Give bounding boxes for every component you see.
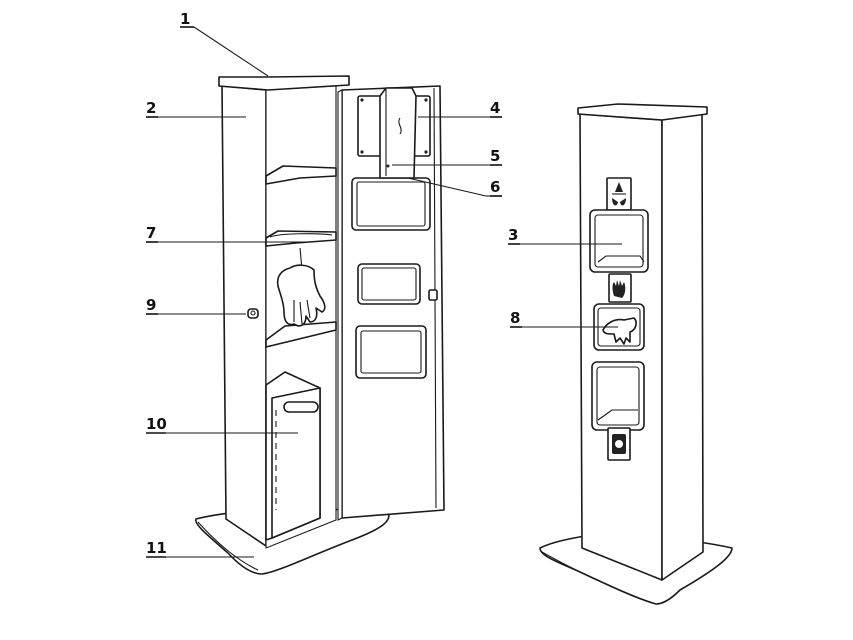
callout-10: 10 (146, 415, 167, 433)
column-top-cap (577, 103, 708, 121)
callout-9: 9 (146, 296, 156, 314)
sanitizer-dispenser (357, 87, 431, 179)
leader-lines (146, 26, 622, 558)
lower-shelf (265, 321, 337, 348)
glove-icon (276, 247, 326, 327)
callout-labels: 1 2 3 4 5 6 7 8 9 10 11 (146, 10, 522, 558)
callout-11: 11 (146, 539, 167, 557)
waste-bin-icon (607, 427, 631, 461)
glove-sign (608, 273, 632, 303)
cabinet-side-wall (221, 85, 267, 547)
callout-8: 8 (510, 309, 520, 327)
door-latch (428, 289, 438, 301)
callout-4: 4 (490, 99, 500, 117)
closed-column (539, 103, 733, 605)
open-cabinet (195, 75, 445, 575)
glove-opening (593, 303, 645, 351)
callout-7: 7 (146, 224, 156, 242)
callout-6: 6 (490, 178, 500, 196)
sanitizer-drop-icon (606, 177, 632, 211)
callout-1: 1 (180, 10, 190, 28)
dispenser-nozzle (386, 164, 390, 168)
waste-opening (591, 361, 645, 431)
callout-3: 3 (508, 226, 518, 244)
callout-5: 5 (490, 147, 500, 165)
callout-2: 2 (146, 99, 156, 117)
upper-shelf (265, 165, 337, 185)
open-door (337, 85, 445, 521)
door-lock (247, 308, 259, 319)
waste-bin (265, 371, 321, 541)
bin-handle (283, 401, 319, 413)
dispenser-opening (589, 209, 649, 273)
